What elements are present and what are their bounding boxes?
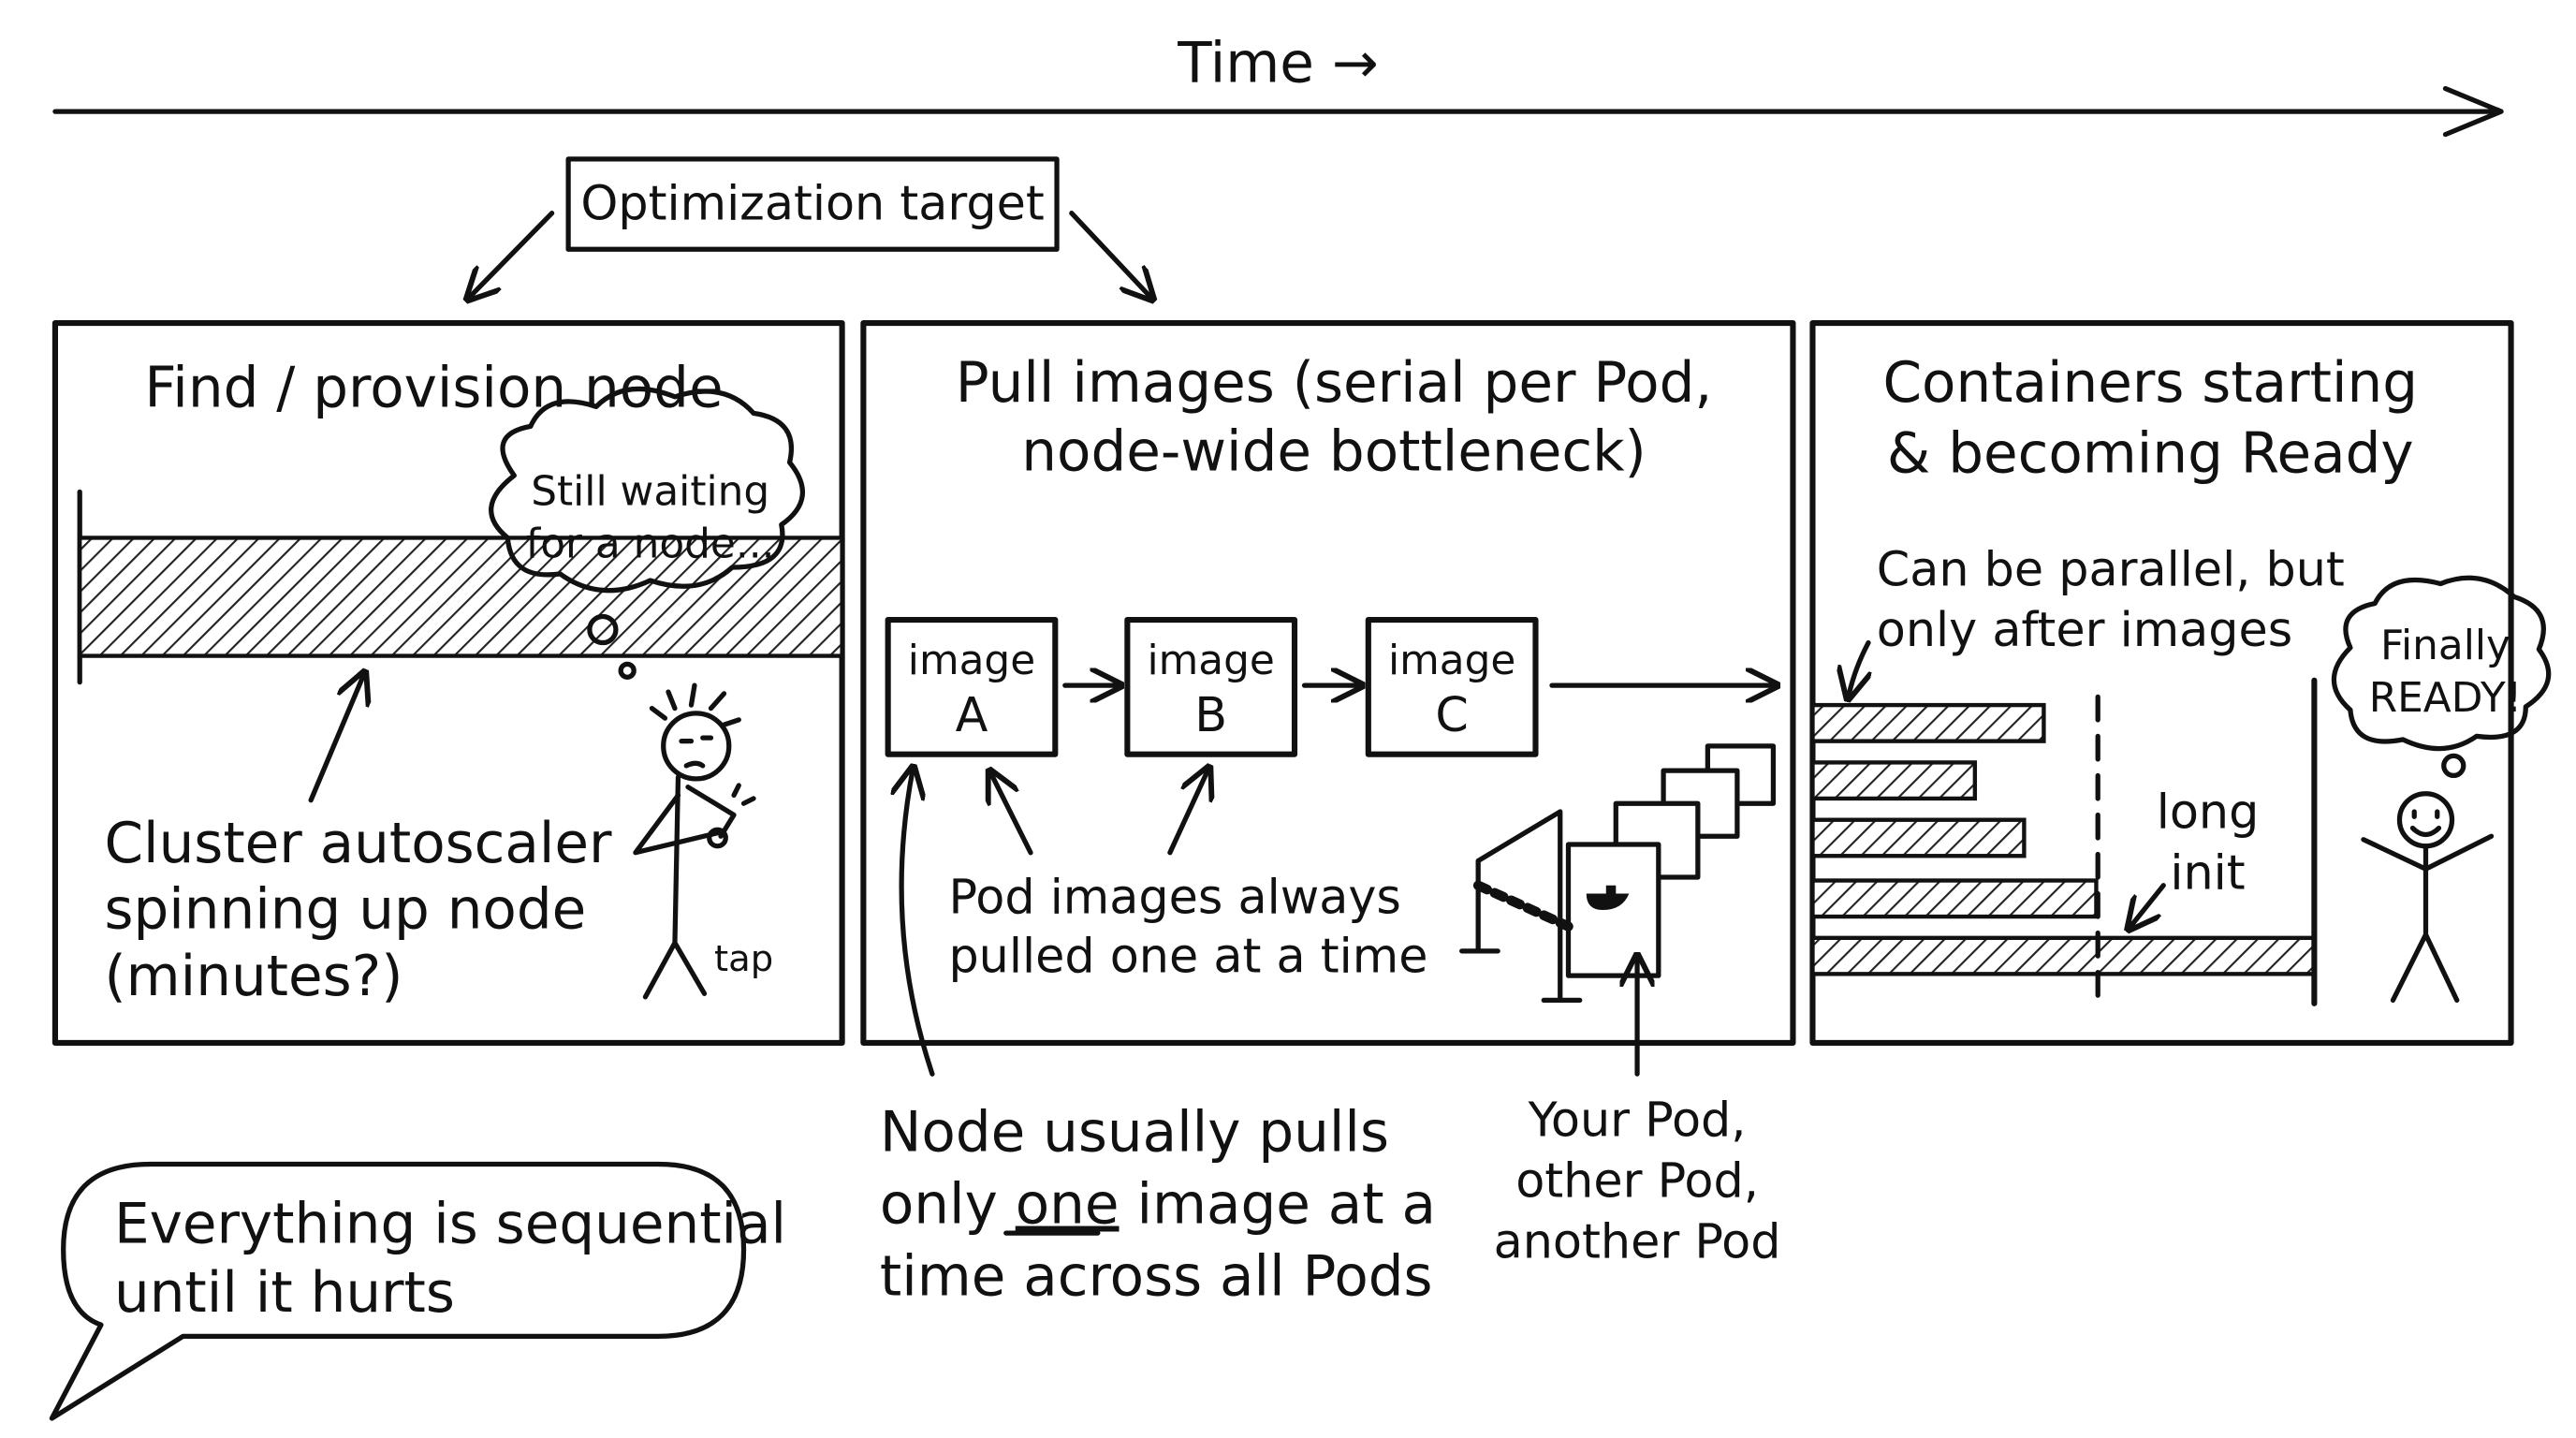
- parallel-caption-1: Can be parallel, but: [1877, 541, 2345, 596]
- thought-cloud: [489, 386, 805, 594]
- node-note-arrow: [901, 770, 935, 1077]
- node-note-line-2: only one image at a: [880, 1173, 1436, 1238]
- pod-images-caption-1: Pod images always: [948, 870, 1400, 925]
- pod-images-caption-2: pulled one at a time: [948, 929, 1427, 984]
- long-init-label-2: init: [2170, 844, 2245, 900]
- node-note-line-1: Node usually pulls: [880, 1101, 1389, 1166]
- pods-note-3: another Pod: [1494, 1213, 1781, 1269]
- ready-thought-2: READY!: [2369, 674, 2523, 722]
- timeline-arrowhead: [2442, 85, 2504, 138]
- tap-sound: tap: [714, 938, 773, 980]
- happy-stick-figure: [2361, 791, 2495, 1003]
- image-b-label: image: [1148, 637, 1275, 684]
- image-box-a: image A: [885, 616, 1059, 757]
- panel-images-title-1: Pull images (serial per Pod,: [956, 351, 1713, 416]
- pod-queue-crates: [1459, 743, 1777, 1003]
- autoscaler-caption-1: Cluster autoscaler: [104, 812, 612, 876]
- pods-note-2: other Pod,: [1515, 1153, 1759, 1209]
- panel-images-title-2: node-wide bottleneck): [1021, 420, 1646, 485]
- image-a-letter: A: [956, 687, 988, 742]
- ready-thought-cloud: [2331, 575, 2552, 752]
- parallel-caption-2: only after images: [1877, 602, 2292, 657]
- timeline-label: Time →: [1177, 32, 1379, 96]
- panel-pull-images: Pull images (serial per Pod, node-wide b…: [860, 319, 1796, 1046]
- target-arrow-left: [470, 211, 555, 297]
- container-bars: [1810, 702, 2317, 976]
- speech-line-1: Everything is sequential: [114, 1193, 786, 1257]
- panel-find-node: Find / provision node Still waiting for …: [51, 319, 845, 1046]
- node-note-line-3: time across all Pods: [880, 1245, 1433, 1310]
- ready-thought-1: Finally: [2380, 622, 2510, 669]
- optimization-target-label: Optimization target: [580, 176, 1044, 231]
- image-c-label: image: [1388, 637, 1515, 684]
- panel-containers-title-2: & becoming Ready: [1887, 421, 2414, 486]
- long-init-label-1: long: [2157, 784, 2260, 839]
- panel-containers: Containers starting & becoming Ready Can…: [1809, 319, 2552, 1046]
- autoscaler-arrow: [308, 676, 363, 803]
- image-box-c: image C: [1365, 616, 1539, 757]
- thought-line-2: for a node...: [526, 520, 775, 567]
- autoscaler-caption-2: spinning up node: [104, 877, 586, 942]
- panel-containers-title-1: Containers starting: [1882, 351, 2418, 416]
- waiting-hatched-bar: [78, 536, 844, 658]
- image-a-label: image: [908, 637, 1035, 684]
- target-arrow-right: [1069, 211, 1150, 297]
- speech-bubble: [49, 1161, 747, 1421]
- image-box-b: image B: [1124, 616, 1298, 757]
- image-c-letter: C: [1435, 687, 1468, 742]
- optimization-target-box: [565, 156, 1060, 252]
- thought-line-1: Still waiting: [531, 467, 769, 515]
- image-b-letter: B: [1194, 687, 1227, 742]
- autoscaler-caption-3: (minutes?): [104, 945, 402, 1009]
- pods-note-1: Your Pod,: [1528, 1093, 1747, 1148]
- speech-line-2: until it hurts: [114, 1261, 455, 1326]
- emphasis-one: one: [1016, 1173, 1120, 1238]
- waiting-stick-figure: [633, 682, 756, 1000]
